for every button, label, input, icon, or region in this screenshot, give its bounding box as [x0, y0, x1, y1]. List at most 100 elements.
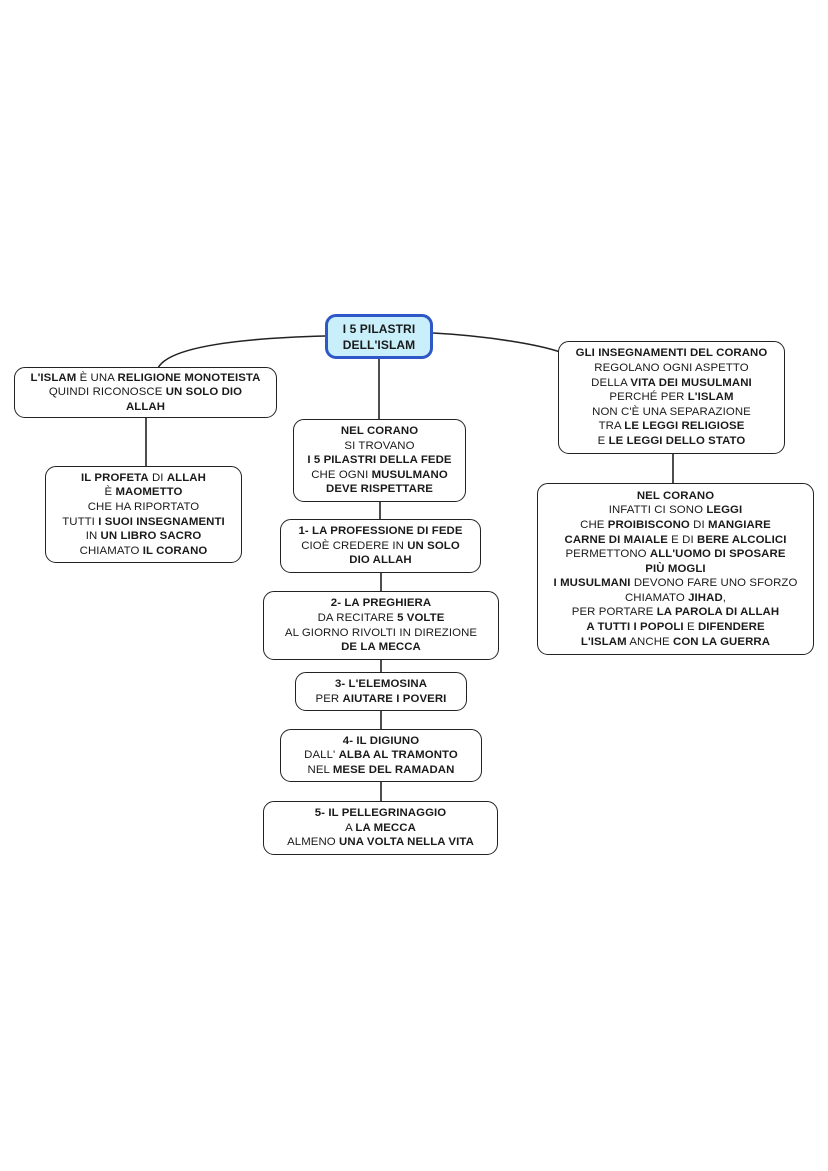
text: NEL [307, 763, 333, 776]
bold-text: RELIGIONE MONOTEISTA [117, 371, 261, 384]
node-line: I 5 PILASTRI [343, 321, 416, 337]
node-line: QUINDI RICONOSCE UN SOLO DIO [49, 385, 242, 400]
bold-text: 2- LA PREGHIERA [330, 597, 432, 610]
bold-text: CON LA GUERRA [673, 635, 771, 648]
node-line: SI TROVANO [344, 439, 414, 454]
bold-text: LEGGI [706, 504, 743, 517]
bold-text: VITA DEI MUSULMANI [630, 376, 752, 389]
bold-text: DIO ALLAH [349, 554, 412, 567]
text: CHE HA RIPORTATO [87, 500, 200, 513]
bold-text: L'ISLAM [687, 391, 734, 404]
node-line: PER PORTARE LA PAROLA DI ALLAH [572, 605, 779, 620]
link-root-insegnamenti [432, 332, 561, 353]
text: CHIAMATO [79, 544, 143, 557]
text: È [104, 486, 116, 499]
node-line: 1- LA PROFESSIONE DI FEDE [298, 524, 462, 539]
text: DALL' [304, 749, 339, 762]
node-line: I 5 PILASTRI DELLA FEDE [307, 453, 451, 468]
node-line: NEL CORANO [341, 424, 418, 439]
bold-text: UN SOLO [407, 539, 460, 552]
node-line: È MAOMETTO [105, 485, 183, 500]
node-line: CIOÈ CREDERE IN UN SOLO [301, 539, 460, 554]
bold-text: 5 VOLTE [397, 611, 445, 624]
text: DA RECITARE [317, 611, 398, 624]
node-line: NON C'È UNA SEPARAZIONE [592, 405, 751, 420]
bold-text: NEL CORANO [636, 489, 715, 502]
bold-text: I MUSULMANI [553, 577, 631, 590]
text: CHIAMATO [624, 591, 689, 604]
bold-text: MUSULMANO [371, 468, 448, 481]
node-line: PERMETTONO ALL'UOMO DI SPOSARE [565, 547, 785, 562]
node-line: L'ISLAM ANCHE CON LA GUERRA [581, 635, 770, 650]
node-line: CHE PROIBISCONO DI MANGIARE [580, 518, 771, 533]
text: SI TROVANO [344, 439, 415, 452]
node-line: PER AIUTARE I POVERI [316, 692, 447, 707]
node-line: A LA MECCA [345, 821, 416, 836]
node-line: L'ISLAM È UNA RELIGIONE MONOTEISTA [31, 371, 261, 386]
node-line: DEVE RISPETTARE [326, 482, 433, 497]
node-line: TUTTI I SUOI INSEGNAMENTI [62, 515, 225, 530]
node-line: INFATTI CI SONO LEGGI [609, 503, 743, 518]
bold-text: ALLAH [166, 471, 206, 484]
node-line: 4- IL DIGIUNO [343, 734, 419, 749]
node-line: CARNE DI MAIALE E DI BERE ALCOLICI [565, 533, 787, 548]
text: DELLA [591, 376, 631, 389]
bold-text: DE LA MECCA [341, 641, 421, 654]
text: PERCHÉ PER [609, 391, 688, 404]
bold-text: UN LIBRO SACRO [100, 530, 202, 543]
bold-text: I 5 PILASTRI [342, 321, 416, 336]
text: TRA [598, 420, 625, 433]
node-line: 3- L'ELEMOSINA [335, 677, 427, 692]
text: CIOÈ CREDERE IN [301, 539, 408, 552]
bold-text: ALLAH [125, 400, 166, 413]
node-line: DALL' ALBA AL TRAMONTO [304, 748, 458, 763]
text: È UNA [76, 371, 118, 384]
node-line: NEL MESE DEL RAMADAN [308, 763, 455, 778]
text: PER PORTARE [571, 606, 657, 619]
bold-text: A TUTTI I POPOLI [586, 621, 684, 634]
node-line: E LE LEGGI DELLO STATO [598, 434, 746, 449]
text: DI [689, 518, 709, 531]
text: IN [85, 530, 101, 543]
node-line: ALMENO UNA VOLTA NELLA VITA [287, 835, 474, 850]
bold-text: ALBA AL TRAMONTO [338, 749, 458, 762]
link-root-islam [157, 335, 326, 369]
text: E [683, 621, 698, 634]
bold-text: DIFENDERE [697, 621, 765, 634]
bold-text: MESE DEL RAMADAN [332, 763, 455, 776]
text: TUTTI [62, 515, 99, 528]
node-line: PIÙ MOGLI [645, 562, 705, 577]
node-line: CHIAMATO IL CORANO [80, 544, 208, 559]
node-line: DA RECITARE 5 VOLTE [318, 611, 445, 626]
bold-text: 3- L'ELEMOSINA [334, 677, 428, 690]
node-line: 5- IL PELLEGRINAGGIO [315, 806, 447, 821]
node-line: GLI INSEGNAMENTI DEL CORANO [576, 346, 768, 361]
node-line: CHE OGNI MUSULMANO [311, 468, 448, 483]
text: CHE [580, 518, 608, 531]
bold-text: I 5 PILASTRI DELLA FEDE [307, 454, 452, 467]
bold-text: 4- IL DIGIUNO [342, 734, 420, 747]
text: DI [148, 471, 167, 484]
bold-text: MANGIARE [708, 518, 771, 531]
node-line: 2- LA PREGHIERA [331, 596, 431, 611]
bold-text: PIÙ MOGLI [645, 562, 706, 575]
text: E [597, 434, 609, 447]
node-line: PERCHÉ PER L'ISLAM [609, 390, 733, 405]
node-line: I MUSULMANI DEVONO FARE UNO SFORZO [554, 576, 798, 591]
bold-text: BERE ALCOLICI [697, 533, 787, 546]
bold-text: ALL'UOMO DI SPOSARE [649, 548, 786, 561]
bold-text: GLI INSEGNAMENTI DEL CORANO [575, 347, 768, 360]
node-line: CHE HA RIPORTATO [88, 500, 200, 515]
text: E DI [667, 533, 697, 546]
node-line: DE LA MECCA [341, 640, 421, 655]
node-line: DELL'ISLAM [343, 337, 416, 353]
bold-text: MAOMETTO [115, 486, 183, 499]
bold-text: I SUOI INSEGNAMENTI [98, 515, 225, 528]
